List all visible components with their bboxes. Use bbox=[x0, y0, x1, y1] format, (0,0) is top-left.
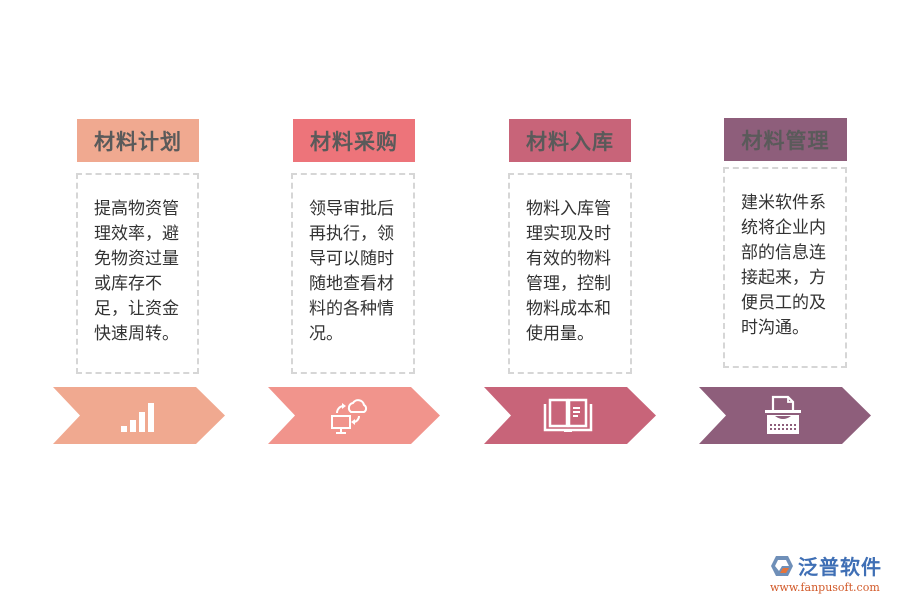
step-4-title: 材料管理 bbox=[724, 118, 847, 161]
step-4-description-box: 建米软件系统将企业内部的信息连接起来，方便员工的及时沟通。 bbox=[723, 167, 847, 368]
step-2-description-box: 领导审批后再执行，领导可以随时随地查看材料的各种情况。 bbox=[291, 173, 415, 374]
step-3-title: 材料入库 bbox=[509, 119, 631, 162]
step-3-title-text: 材料入库 bbox=[526, 129, 614, 154]
logo-url: www.fanpusoft.com bbox=[770, 581, 880, 594]
step-2-description: 领导审批后再执行，领导可以随时随地查看材料的各种情况。 bbox=[309, 199, 394, 344]
step-1-description: 提高物资管理效率，避免物资过量或库存不足，让资金快速周转。 bbox=[94, 199, 179, 344]
step-1-title-text: 材料计划 bbox=[94, 129, 182, 154]
step-2-title: 材料采购 bbox=[293, 119, 415, 162]
step-2-title-text: 材料采购 bbox=[310, 129, 398, 154]
step-4-title-text: 材料管理 bbox=[741, 128, 830, 153]
step-4-arrow bbox=[699, 387, 871, 444]
typewriter-icon bbox=[765, 395, 801, 434]
logo-name: 泛普软件 bbox=[798, 555, 882, 579]
fanpu-logo: 泛普软件 www.fanpusoft.com bbox=[770, 551, 895, 594]
step-3-description: 物料入库管理实现及时有效的物料管理，控制物料成本和使用量。 bbox=[526, 199, 611, 344]
step-3-arrow bbox=[484, 387, 656, 444]
cloud-sync-computer-icon bbox=[331, 398, 368, 434]
open-book-icon bbox=[543, 398, 593, 432]
step-1-description-box: 提高物资管理效率，避免物资过量或库存不足，让资金快速周转。 bbox=[76, 173, 199, 374]
step-2-arrow bbox=[268, 387, 440, 444]
step-1-title: 材料计划 bbox=[77, 119, 199, 162]
bar-chart-icon bbox=[121, 402, 154, 432]
step-1-arrow bbox=[53, 387, 225, 444]
step-4-description: 建米软件系统将企业内部的信息连接起来，方便员工的及时沟通。 bbox=[741, 193, 826, 338]
step-3-description-box: 物料入库管理实现及时有效的物料管理，控制物料成本和使用量。 bbox=[508, 173, 632, 374]
fanpu-logo-icon bbox=[771, 555, 793, 576]
